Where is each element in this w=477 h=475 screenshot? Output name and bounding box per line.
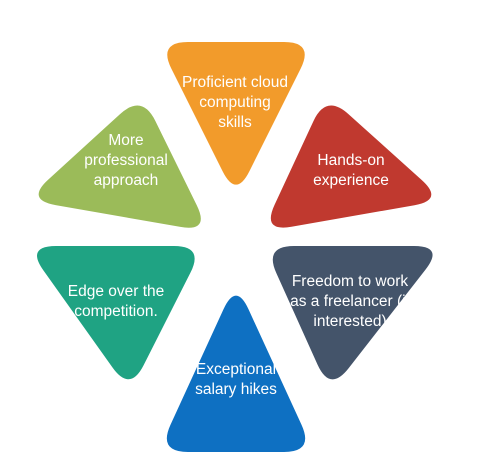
petal-label-professional: More [108,132,143,149]
petal-shape-hands-on [270,105,432,228]
petal-label-freelancer: as a freelancer (if [290,293,410,310]
petal-shape-freelancer [272,246,433,380]
petal-cloud: Proficient cloud computing skills [167,42,305,185]
petal-label-hands-on: Hands-on [317,152,384,169]
petal-label-professional: professional [84,152,168,169]
petal-label-edge: competition. [74,303,158,320]
petal-shape-professional [38,105,201,228]
petal-professional: More professional approach [38,105,201,228]
petal-label-cloud: computing [199,94,271,111]
petal-label-professional: approach [94,172,159,189]
petal-label-freelancer: Freedom to work [292,273,409,290]
petal-shape-salary [166,295,306,452]
petal-edge: Edge over the competition. [37,246,195,380]
petal-label-edge: Edge over the [68,283,165,300]
petal-freelancer: Freedom to work as a freelancer (if intere… [272,246,433,380]
petal-label-salary: Exceptional [196,361,276,378]
petal-label-cloud: Proficient cloud [182,74,288,91]
petal-shape-cloud [167,42,305,185]
petal-label-hands-on: experience [313,172,389,189]
petal-shape-edge [37,246,195,380]
petal-label-salary: salary hikes [195,381,277,398]
petal-hands-on: Hands-on experience [270,105,432,228]
petal-label-freelancer: interested) [313,313,386,330]
petal-salary: Exceptional salary hikes [166,295,306,452]
petal-label-cloud: skills [218,114,252,131]
